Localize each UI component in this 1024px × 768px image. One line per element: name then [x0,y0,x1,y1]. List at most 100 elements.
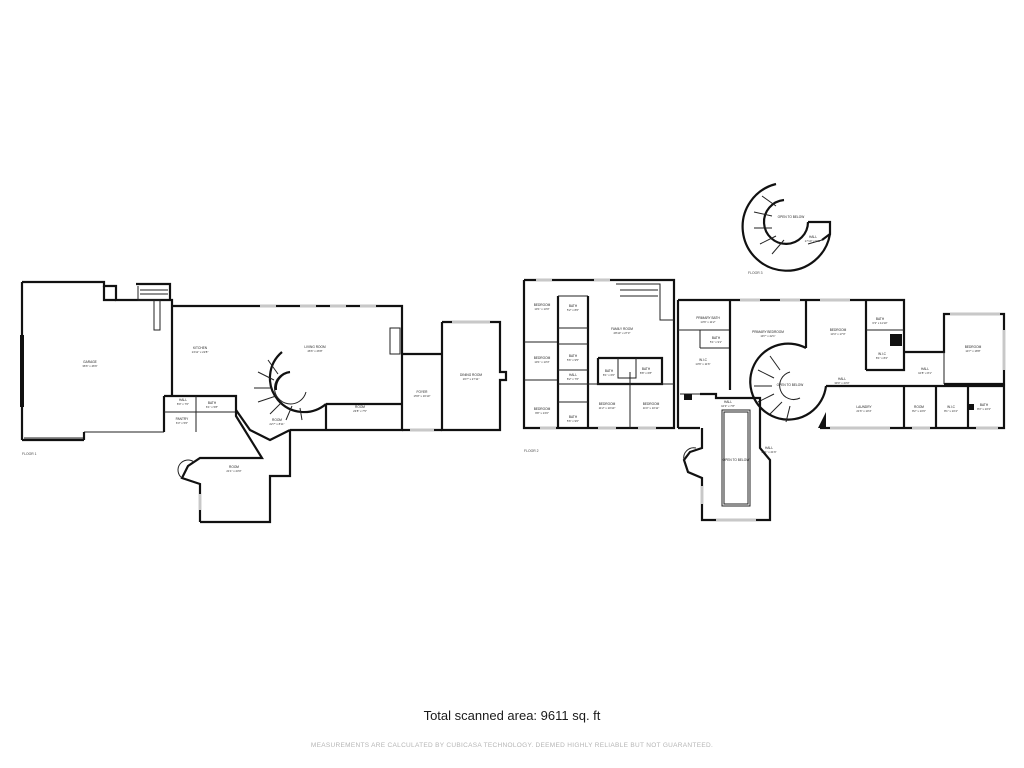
floor-1-plan: FLOOR 1 [20,280,508,524]
svg-text:BATH: BATH [642,367,651,371]
floor-2-west-walls [522,278,676,430]
room-bath-sw: BATH 5'6" x 9'0" [567,415,579,423]
svg-text:36'6" x 46'6": 36'6" x 46'6" [82,364,97,368]
room-open-below-1: OPEN TO BELOW [777,383,804,387]
floor-2-plan: FLOOR 2 [522,278,1006,522]
svg-text:W.I.C: W.I.C [947,405,955,409]
svg-text:BATH: BATH [876,317,885,321]
room-wic-ne: W.I.C 8'1" x 8'2" [876,352,888,360]
svg-text:HALL: HALL [765,446,773,450]
svg-text:BEDROOM: BEDROOM [965,345,982,349]
svg-text:BATH: BATH [569,304,578,308]
svg-text:ROOM: ROOM [272,418,282,422]
svg-text:21'6" x 10'4": 21'6" x 10'4" [856,409,871,413]
svg-text:BEDROOM: BEDROOM [534,407,551,411]
room-hall-f2d: HALL 10'3" x 7'8" [721,400,735,408]
svg-text:10'1" x 13'3": 10'1" x 13'3" [534,360,549,364]
svg-text:ROOM: ROOM [355,405,365,409]
disclaimer-text: MEASUREMENTS ARE CALCULATED BY CUBICASA … [310,742,714,749]
svg-text:OPEN TO BELOW: OPEN TO BELOW [778,215,805,219]
room-hall-f1: HALL 8'0" x 7'0" [177,398,189,406]
room-bedroom-e: BEDROOM 14'7" x 18'8" [965,345,982,353]
svg-text:OPEN TO BELOW: OPEN TO BELOW [723,458,750,462]
room-laundry: LAUNDRY 21'6" x 10'4" [856,405,872,413]
svg-text:28'10" x 27'3": 28'10" x 27'3" [614,331,631,335]
room-garage: GARAGE 36'6" x 46'6" [82,360,97,368]
floor-2-gallery-walls [682,392,772,522]
svg-text:BEDROOM: BEDROOM [599,402,616,406]
svg-text:46'6" x 26'8": 46'6" x 26'8" [307,349,322,353]
room-f1-room: ROOM 23'8" x 7'5" [353,405,367,413]
svg-text:27'1" x 21'6": 27'1" x 21'6" [761,450,776,454]
svg-text:HALL: HALL [569,373,577,377]
room-room-f2: ROOM 8'2" x 10'6" [912,405,926,413]
svg-text:FAMILY ROOM: FAMILY ROOM [611,327,633,331]
svg-text:9'8" x 13'0": 9'8" x 13'0" [535,411,549,415]
svg-text:KITCHEN: KITCHEN [193,346,208,350]
floor-3-label: FLOOR 3 [748,271,763,275]
svg-text:19'7" x 22'1": 19'7" x 22'1" [760,334,775,338]
foyer-dining-walls [402,320,508,432]
svg-text:W.I.C: W.I.C [699,358,707,362]
svg-text:BEDROOM: BEDROOM [534,356,551,360]
svg-text:8'8" x 6'8": 8'8" x 6'8" [640,371,652,375]
svg-text:11'2" x 10'10": 11'2" x 10'10" [599,406,616,410]
room-bath-f1: BATH 6'1" x 5'8" [206,401,218,409]
svg-text:BATH: BATH [980,403,989,407]
floor-2-label: FLOOR 2 [524,449,539,453]
room-primary-bedroom: PRIMARY BEDROOM 19'7" x 22'1" [752,330,784,338]
svg-text:5'6" x 9'0": 5'6" x 9'0" [567,419,579,423]
svg-text:FOYER: FOYER [417,390,429,394]
svg-text:8'3" x 10'3": 8'3" x 10'3" [977,407,991,411]
room-hall-f2a: HALL 8'2" x 7'6" [567,373,579,381]
room-hall-f2c: HALL 39'0" x 23'0" [834,377,849,385]
svg-text:BEDROOM: BEDROOM [643,402,660,406]
svg-text:8'0" x 7'0": 8'0" x 7'0" [177,402,189,406]
svg-text:15'8" x 16'10": 15'8" x 16'10" [414,394,431,398]
room-kitchen: KITCHEN 13'11" x 22'8" [192,346,209,354]
svg-text:10'1" x 13'0": 10'1" x 13'0" [534,307,549,311]
spiral-stair-f2 [749,342,828,428]
floor-3-plan: FLOOR 3 [741,182,832,275]
svg-text:11'0" x 10'11": 11'0" x 10'11" [643,406,659,410]
floor-2-east-walls [676,298,1006,430]
room-stair-room: ROOM 22'7" x 8'11" [269,418,284,426]
svg-text:HALL: HALL [809,235,817,239]
room-bedroom-s2: BEDROOM 11'0" x 10'11" [643,402,660,410]
svg-text:21'1" x 23'0": 21'1" x 23'0" [226,469,241,473]
svg-text:8'2" x 10'6": 8'2" x 10'6" [912,409,926,413]
svg-text:OPEN TO BELOW: OPEN TO BELOW [777,383,804,387]
svg-text:BATH: BATH [569,354,578,358]
svg-text:BATH: BATH [569,415,578,419]
room-bath-c1: BATH 8'1" x 6'0" [603,369,615,377]
room-labels: GARAGE 36'6" x 46'6" KITCHEN 13'11" x 22… [82,215,991,473]
room-open-below-2: OPEN TO BELOW [723,458,750,462]
svg-text:16'7" x 27'11": 16'7" x 27'11" [463,377,480,381]
svg-text:BEDROOM: BEDROOM [534,303,551,307]
svg-text:BATH: BATH [712,336,721,340]
svg-text:13'6" x 11'6": 13'6" x 11'6" [695,362,710,366]
svg-text:10'3" x 7'8": 10'3" x 7'8" [721,404,735,408]
svg-text:13'4" x 17'0": 13'4" x 17'0" [830,332,845,336]
garage-walls [20,280,174,442]
svg-text:13'6" x 11'2": 13'6" x 11'2" [700,320,715,324]
room-bath-nw: BATH 5'2" x 8'6" [567,304,579,312]
room-pantry: PANTRY 6'3" x 5'6" [176,417,190,425]
svg-text:LIVING ROOM: LIVING ROOM [304,345,326,349]
room-bath-c2: BATH 8'8" x 6'8" [640,367,652,375]
spiral-stair-f1 [254,351,327,421]
svg-text:HALL: HALL [724,400,732,404]
svg-text:PANTRY: PANTRY [176,417,190,421]
svg-text:14'7" x 18'8": 14'7" x 18'8" [965,349,980,353]
svg-text:ROOM: ROOM [229,465,239,469]
svg-text:8'1" x 6'0": 8'1" x 6'0" [603,373,615,377]
room-bedroom-sw: BEDROOM 9'8" x 13'0" [534,407,551,415]
room-family-room: FAMILY ROOM 28'10" x 27'3" [611,327,633,335]
room-hall-f3: HALL 17'10" x 5'11" [805,235,822,243]
svg-text:10'8" x 8'1": 10'8" x 8'1" [918,371,932,375]
room-bedroom-w: BEDROOM 10'1" x 13'3" [534,356,551,364]
room-hall-f2e: HALL 27'1" x 21'6" [761,446,776,454]
floor-1-label: FLOOR 1 [22,452,37,456]
room-south-room: ROOM 21'1" x 23'0" [226,465,241,473]
